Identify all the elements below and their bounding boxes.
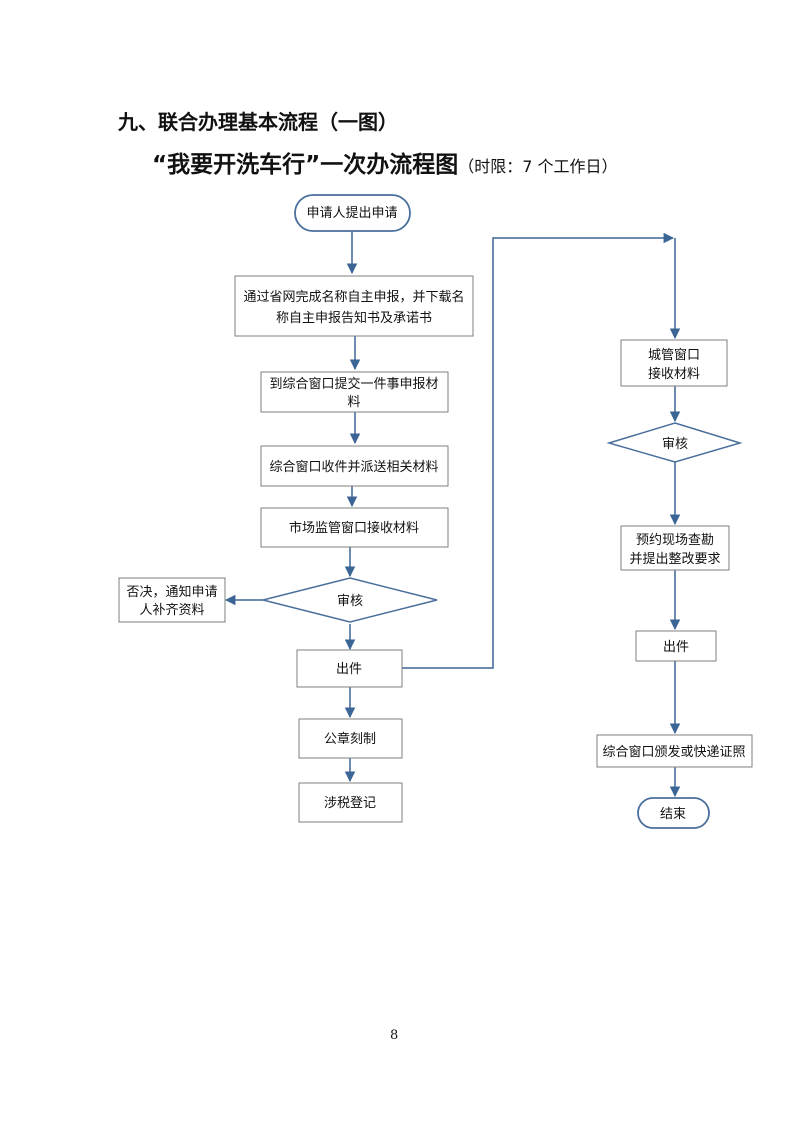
reject-line2: 人补齐资料 [139,602,204,618]
start-node [294,194,411,232]
market-receive-label: 市场监管窗口接收材料 [289,520,419,536]
section-title: 九、联合办理基本流程（一图） [118,110,398,134]
urban-receive-line1: 城管窗口 [648,347,700,363]
page-number: 8 [390,1028,399,1043]
submit-materials-line1: 到综合窗口提交一件事申报材 [269,376,438,392]
seal-label: 公章刻制 [324,731,376,747]
receive-dispatch-label: 综合窗口收件并派送相关材料 [269,459,438,475]
inspection-box [620,525,730,571]
flow-title: “我要开洗车行”一次办流程图（时限：7 个工作日） [152,145,618,179]
urban-receive-box [620,339,728,387]
market-receive-box [260,507,449,548]
seal-box [298,718,403,759]
review-diamond-right [606,422,743,463]
tax-label: 涉税登记 [324,796,376,811]
receive-dispatch-box [260,445,449,487]
review-left-label: 审核 [337,594,363,609]
online-declare-line1: 通过省网完成名称自主申报，并下载名 [243,289,464,305]
issue-left-label: 出件 [336,662,362,677]
tax-box [298,782,403,823]
inspection-line2: 并提出整改要求 [629,551,720,567]
inspection-line1: 预约现场查勘 [636,533,714,548]
submit-materials-line2: 料 [347,395,360,410]
end-node [637,797,710,829]
issue-right-label: 出件 [663,640,689,655]
reject-line1: 否决，通知申请 [126,584,217,600]
issue-left-box [296,649,403,688]
end-label: 结束 [660,807,686,822]
time-limit: （时限：7 个工作日） [458,157,618,176]
flow-title-main: “我要开洗车行”一次办流程图 [152,152,459,178]
review-right-label: 审核 [662,437,688,452]
deliver-license-label: 综合窗口颁发或快递证照 [602,744,745,760]
issue-right-box [635,630,717,662]
reject-box [118,577,226,623]
urban-receive-line2: 接收材料 [648,366,700,382]
submit-materials-box [260,371,449,413]
start-label: 申请人提出申请 [306,205,397,221]
deliver-license-box [596,734,753,768]
review-diamond-left [262,577,438,623]
online-declare-box [234,275,474,337]
arrow-issue-to-urban [402,232,675,669]
online-declare-line2: 称自主申报告知书及承诺书 [276,310,432,326]
